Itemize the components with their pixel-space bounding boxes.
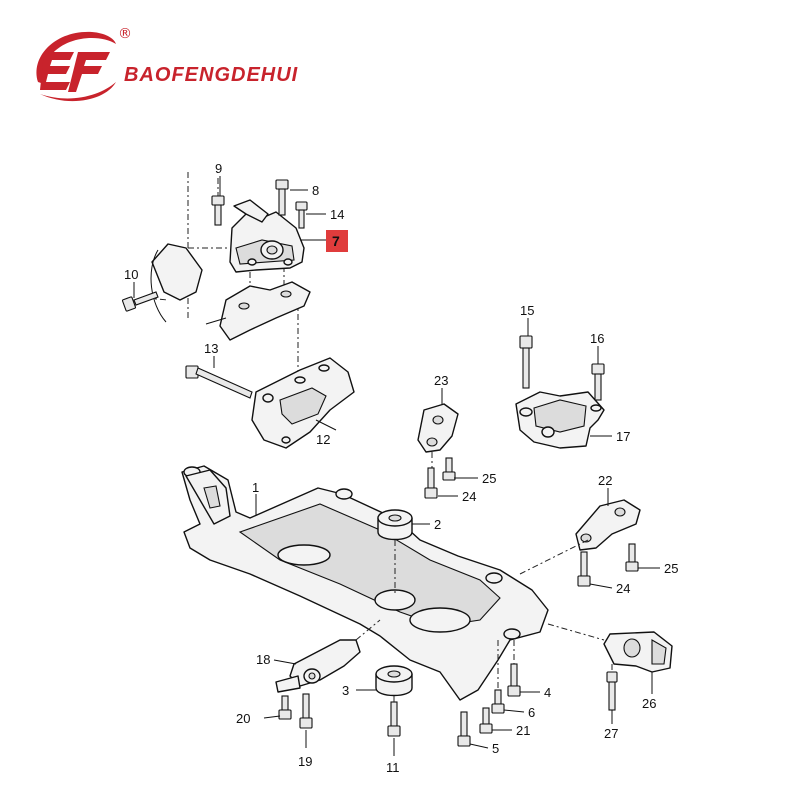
bolt-16 xyxy=(591,363,605,401)
bracket-26 xyxy=(603,631,673,673)
callout-6: 6 xyxy=(528,705,535,720)
callout-8: 8 xyxy=(312,183,319,198)
brand-logo-mark xyxy=(36,31,116,102)
callout-24-upper: 24 xyxy=(462,489,476,504)
mount-bushing-2 xyxy=(377,509,413,541)
callout-25-lower: 25 xyxy=(664,561,678,576)
callout-2: 2 xyxy=(434,517,441,532)
callout-5: 5 xyxy=(492,741,499,756)
bolt-13 xyxy=(185,365,253,399)
callout-4: 4 xyxy=(544,685,551,700)
bolt-15 xyxy=(519,335,533,389)
callout-18: 18 xyxy=(256,652,270,667)
registered-mark: ® xyxy=(118,26,132,42)
callout-21: 21 xyxy=(516,723,530,738)
subframe-1 xyxy=(181,465,549,701)
callout-27: 27 xyxy=(604,726,618,741)
callout-22: 22 xyxy=(598,473,612,488)
callout-1: 1 xyxy=(252,480,259,495)
bolt-5 xyxy=(457,711,471,747)
callout-7: 7 xyxy=(332,233,340,249)
callout-23: 23 xyxy=(434,373,448,388)
bolt-11 xyxy=(387,701,401,737)
bolt-25-lower xyxy=(625,543,639,572)
callout-19: 19 xyxy=(298,754,312,769)
callout-20: 20 xyxy=(236,711,250,726)
bracket-12 xyxy=(251,357,355,449)
callout-9: 9 xyxy=(215,161,222,176)
bolt-10 xyxy=(121,291,159,312)
mount-carrier-plate xyxy=(205,281,311,341)
brand-name: BAOFENGDEHUI xyxy=(124,64,299,86)
callout-3: 3 xyxy=(342,683,349,698)
callout-13: 13 xyxy=(204,341,218,356)
bolt-8 xyxy=(275,179,289,216)
bracket-22 xyxy=(575,499,641,551)
callout-16: 16 xyxy=(590,331,604,346)
callout-12: 12 xyxy=(316,432,330,447)
bracket-23 xyxy=(417,403,459,453)
bolt-27 xyxy=(606,671,618,711)
callout-25-upper: 25 xyxy=(482,471,496,486)
bolt-21 xyxy=(479,707,493,734)
callout-26: 26 xyxy=(642,696,656,711)
callout-24-lower: 24 xyxy=(616,581,630,596)
engine-mount-7 xyxy=(229,199,305,273)
callout-11: 11 xyxy=(386,760,400,775)
callout-10: 10 xyxy=(124,267,138,282)
bolt-19 xyxy=(299,693,313,729)
bolt-9 xyxy=(211,195,225,226)
callout-14: 14 xyxy=(330,207,344,222)
bolt-24-lower xyxy=(577,551,591,587)
bolt-4 xyxy=(507,663,521,697)
bolt-24-upper xyxy=(424,467,438,499)
body-bracket-outline xyxy=(151,243,203,301)
mount-bushing-3 xyxy=(375,665,413,697)
torque-link-18 xyxy=(275,639,361,693)
bolt-6 xyxy=(491,689,505,714)
bolt-14 xyxy=(295,201,308,229)
callout-15: 15 xyxy=(520,303,534,318)
bolt-20 xyxy=(278,695,292,720)
bolt-25-upper xyxy=(442,457,456,481)
callout-17: 17 xyxy=(616,429,630,444)
highlight-box-7 xyxy=(326,230,348,252)
mount-17 xyxy=(515,391,605,449)
